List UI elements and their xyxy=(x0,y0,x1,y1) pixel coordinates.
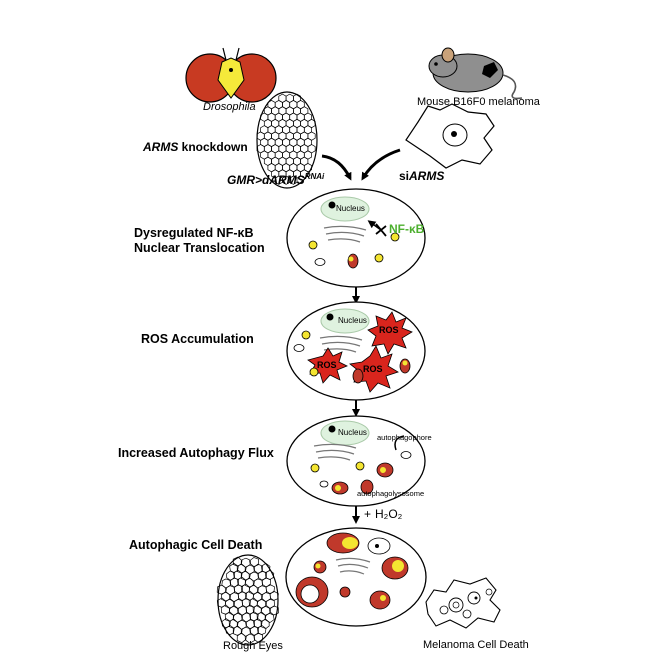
rough-eye-icon xyxy=(216,554,279,646)
step2-label: ROS Accumulation xyxy=(141,332,254,346)
arms-knockdown-label: ARMS knockdown xyxy=(143,140,248,154)
step4-label: Autophagic Cell Death xyxy=(129,538,263,552)
mouse-icon xyxy=(428,47,523,100)
si-arms: ARMS xyxy=(409,169,445,183)
gmr-prefix: GMR>d xyxy=(227,173,270,187)
si-prefix: si xyxy=(399,169,410,183)
nfkb-label: NF-κB xyxy=(389,222,425,236)
cell-death xyxy=(285,527,427,627)
melanoma-death-label: Melanoma Cell Death xyxy=(423,639,529,651)
autophagophore-label: autophagophore xyxy=(377,433,432,442)
nucleus-label-1: Nucleus xyxy=(336,204,365,213)
arms-knockdown-gene: ARMS xyxy=(143,140,179,154)
h2o2-label: H₂O₂ xyxy=(375,507,403,521)
dying-melanoma-cell-icon xyxy=(425,577,501,629)
ommatidium-hexagon xyxy=(261,577,271,588)
ommatidium-hexagon xyxy=(236,632,246,644)
cell-ros xyxy=(286,301,426,401)
arms-knockdown-text: knockdown xyxy=(178,140,248,154)
autophagolysosome-label: autophagolysosome xyxy=(357,489,425,498)
ros-label-1: ROS xyxy=(379,325,399,335)
ommatidium-hexagon xyxy=(265,583,275,594)
ommatidium-hexagon xyxy=(245,633,255,644)
ommatidium-hexagon xyxy=(257,585,267,596)
h2o2-plus: + xyxy=(364,507,372,521)
ommatidium-hexagon xyxy=(220,591,231,603)
ommatidium-hexagon xyxy=(269,590,279,601)
ommatidium-hexagon xyxy=(254,632,263,643)
drosophila-label: Drosophila xyxy=(203,101,256,113)
ommatidium-hexagon xyxy=(236,563,246,574)
siarms-label: siARMS xyxy=(399,169,444,183)
ommatidium-hexagon xyxy=(269,605,279,616)
ommatidium-hexagon xyxy=(224,598,235,610)
ommatidium-hexagon xyxy=(261,592,271,603)
ommatidium-hexagon xyxy=(244,577,254,589)
melanoma-cell-icon xyxy=(405,103,495,169)
ommatidium-hexagon xyxy=(225,585,235,596)
compound-eye-icon xyxy=(256,91,318,189)
cell-autophagy xyxy=(286,415,426,507)
ommatidium-hexagon xyxy=(229,592,240,603)
ommatidium-hexagon xyxy=(253,578,263,589)
cell-nfkb xyxy=(286,188,426,288)
gmr-sup: RNAi xyxy=(304,172,325,181)
ommatidium-hexagon xyxy=(256,599,267,610)
ros-label-3: ROS xyxy=(363,364,383,374)
ommatidium-hexagon xyxy=(240,570,250,581)
nucleus-label-3: Nucleus xyxy=(338,428,367,437)
drosophila-fly-head-icon xyxy=(185,47,277,103)
step3-label: Increased Autophagy Flux xyxy=(118,446,274,460)
ommatidium-hexagon xyxy=(232,625,242,637)
rough-eyes-label: Rough Eyes xyxy=(223,640,283,652)
ommatidium-hexagon xyxy=(260,618,270,630)
nucleus-label-2: Nucleus xyxy=(338,316,367,325)
step1-line2: Nuclear Translocation xyxy=(134,241,265,255)
mouse-label: Mouse B16F0 melanoma xyxy=(417,96,540,108)
gmr-arms: ARMS xyxy=(269,173,305,187)
ommatidium-hexagon xyxy=(300,169,309,179)
gmr-label: GMR>dARMSRNAi xyxy=(227,172,324,187)
ommatidium-hexagon xyxy=(289,175,298,185)
step1-line1: Dysregulated NF-κB xyxy=(134,226,254,240)
ommatidium-hexagon xyxy=(252,592,263,603)
ros-label-2: ROS xyxy=(317,360,337,370)
